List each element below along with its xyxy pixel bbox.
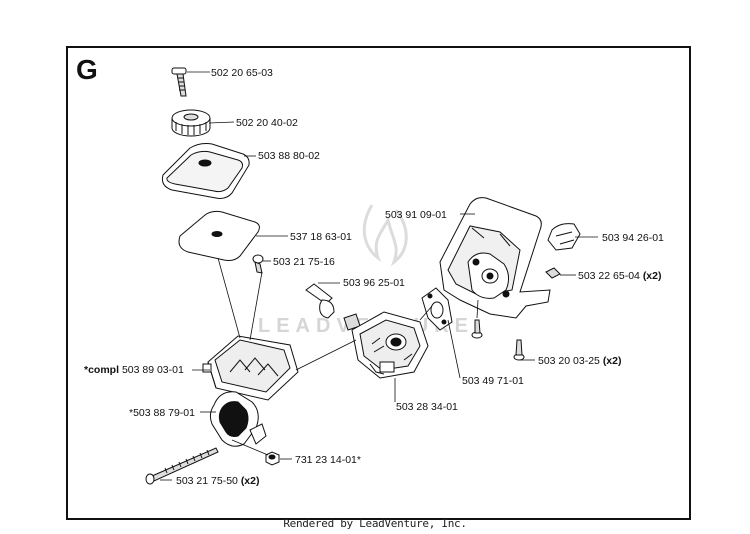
part-label-p9[interactable]: 503 22 65-04 (x2) bbox=[578, 270, 662, 282]
rubber-boot-part bbox=[209, 391, 267, 447]
part-label-p13[interactable]: *compl 503 89 03-01 bbox=[84, 364, 184, 376]
leader-lines bbox=[160, 71, 598, 481]
part-label-p2[interactable]: 502 20 40-02 bbox=[236, 117, 298, 129]
intake-housing-part bbox=[202, 335, 299, 401]
part-label-p12[interactable]: 503 28 34-01 bbox=[396, 401, 458, 413]
throttle-link-part bbox=[305, 283, 361, 331]
part-label-p6[interactable]: 503 96 25-01 bbox=[343, 277, 405, 289]
part-label-p16[interactable]: 503 21 75-50 (x2) bbox=[176, 475, 260, 487]
part-label-p11[interactable]: 503 49 71-01 bbox=[462, 375, 524, 387]
part-label-p15[interactable]: 731 23 14-01* bbox=[295, 454, 361, 466]
long-bolt-part bbox=[145, 447, 219, 485]
part-label-p4[interactable]: 537 18 63-01 bbox=[290, 231, 352, 243]
part-label-p10[interactable]: 503 20 03-25 (x2) bbox=[538, 355, 622, 367]
section-letter: G bbox=[76, 54, 98, 85]
carburetor-part bbox=[351, 311, 429, 379]
screw-part bbox=[171, 67, 187, 97]
part-qty-p16: (x2) bbox=[240, 475, 260, 487]
part-label-p7[interactable]: 503 91 09-01 bbox=[385, 209, 447, 221]
filter-element-part bbox=[178, 210, 260, 261]
housing-screw-part bbox=[471, 319, 525, 361]
knob-nut-part bbox=[171, 109, 211, 137]
small-screw-part bbox=[252, 254, 264, 274]
part-label-p1[interactable]: 502 20 65-03 bbox=[211, 67, 273, 79]
carburetor-housing-part bbox=[439, 197, 551, 319]
part-qty-p9: (x2) bbox=[642, 270, 662, 282]
part-label-p8[interactable]: 503 94 26-01 bbox=[602, 232, 664, 244]
part-label-p3[interactable]: 503 88 80-02 bbox=[258, 150, 320, 162]
part-label-p5[interactable]: 503 21 75-16 bbox=[273, 256, 335, 268]
gasket-part bbox=[421, 287, 453, 331]
footer-credit: Rendered by LeadVenture, Inc. bbox=[283, 517, 467, 530]
nut-part bbox=[265, 451, 280, 466]
watermark-logo bbox=[362, 204, 408, 267]
part-label-p14[interactable]: *503 88 79-01 bbox=[129, 407, 195, 419]
part-prefix-p13: *compl bbox=[84, 364, 120, 376]
grommet-part bbox=[547, 223, 581, 251]
diagram-frame bbox=[66, 46, 691, 520]
part-qty-p10: (x2) bbox=[602, 355, 622, 367]
square-nut-part bbox=[545, 267, 561, 279]
filter-cover-part bbox=[161, 143, 250, 199]
